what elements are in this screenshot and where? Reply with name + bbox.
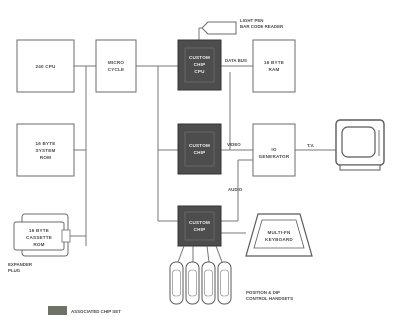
rom2-label-2: CASSETTE [26, 235, 52, 240]
keyboard-label-1: MULTI-FN [268, 230, 291, 235]
legend-label: ASSOCIATED CHIP SET [71, 309, 121, 314]
handset-3 [201, 261, 216, 305]
system-rom-block: 16 BYTE SYSTEM ROM [16, 123, 75, 177]
chip1-label-3: CPU [194, 69, 205, 74]
gen-label-2: GENERATOR [259, 154, 290, 159]
audio-label: AUDIO [228, 187, 243, 192]
expander-label-2: PLUG [8, 268, 21, 273]
rom1-label-3: ROM [40, 155, 51, 160]
handset-1 [169, 261, 184, 305]
chip1-label-1: CUSTOM [189, 55, 210, 60]
rom1-label-1: 16 BYTE [35, 141, 55, 146]
handset-2 [185, 261, 200, 305]
cpu-label: 240 CPU [35, 64, 56, 69]
ram-label-1: 16 BYTE [264, 60, 284, 65]
custom-chip-2: CUSTOM CHIP [177, 123, 222, 175]
micro-label-2: CYCLE [108, 67, 125, 72]
tv-monitor [335, 119, 385, 171]
ram-label-2: RAM [268, 67, 279, 72]
chip3-label-1: CUSTOM [189, 220, 210, 225]
chip3-label-2: CHIP [194, 227, 206, 232]
rom2-label-3: ROM [33, 242, 44, 247]
custom-chip-3: CUSTOM CHIP [177, 205, 222, 247]
generator-block: IO GENERATOR [252, 123, 296, 177]
chip2-label-2: CHIP [194, 150, 206, 155]
video-label: VIDEO [227, 142, 241, 147]
handset-4 [217, 261, 232, 305]
handsets-label-1: POSITION & DIP [246, 290, 280, 295]
chip1-label-2: CHIP [194, 62, 206, 67]
data-bus-label: DATA BUS [225, 58, 247, 63]
lightpen-label-1: LIGHT PEN [240, 18, 263, 23]
legend: ASSOCIATED CHIP SET [48, 306, 121, 315]
keyboard-label-2: KEYBOARD [265, 237, 293, 242]
lightpen-label-2: BAR CODE READER [240, 24, 284, 29]
micro-label-1: MICRO [108, 60, 125, 65]
expander-label-1: EXPANDER [8, 262, 33, 267]
cassette-rom-cartridge: 16 BYTE CASSETTE ROM [13, 213, 71, 257]
ram-block: 16 BYTE RAM [252, 39, 296, 93]
rom2-label-1: 16 BYTE [29, 228, 49, 233]
connection-lines [68, 27, 336, 263]
keyboard-block: MULTI-FN KEYBOARD [245, 213, 313, 257]
custom-chip-1: CUSTOM CHIP CPU [177, 39, 222, 91]
legend-swatch [48, 306, 67, 315]
micro-cycle-block: MICRO CYCLE [95, 39, 137, 93]
gen-label-1: IO [271, 147, 276, 152]
tv-out-label: T.V. [307, 143, 314, 148]
rom1-label-2: SYSTEM [35, 148, 55, 153]
cpu-block: 240 CPU [16, 39, 75, 93]
handsets-label-2: CONTROL HANDSETS [246, 296, 293, 301]
chip2-label-1: CUSTOM [189, 143, 210, 148]
light-pen-tag: LIGHT PEN BAR CODE READER [201, 18, 284, 35]
